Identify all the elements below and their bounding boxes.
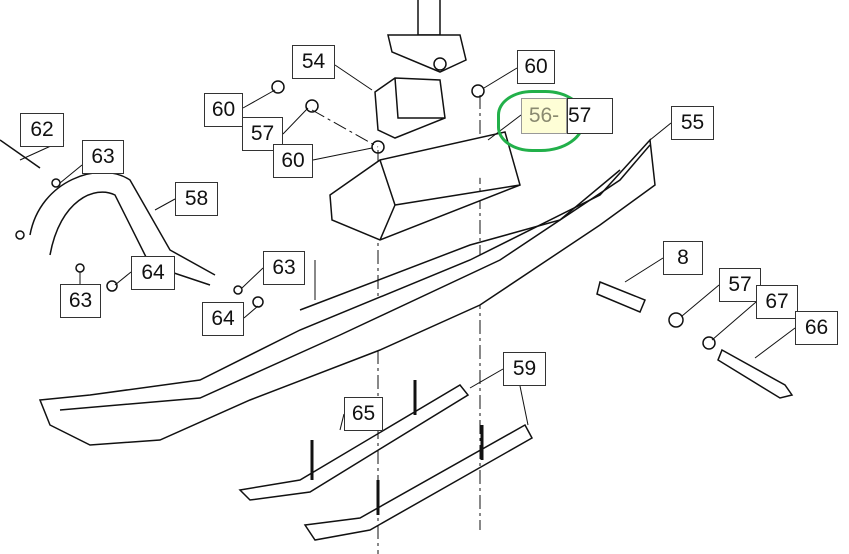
runner-1	[238, 384, 470, 501]
grab-handle	[29, 171, 216, 286]
callout-63[interactable]: 63	[263, 251, 305, 285]
ski-saddle	[329, 131, 521, 241]
bushing-8	[596, 280, 646, 313]
callout-60[interactable]: 60	[517, 50, 555, 84]
callout-57-highlighted[interactable]: 57	[567, 98, 613, 134]
callout-64[interactable]: 64	[202, 302, 244, 336]
callout-59[interactable]: 59	[503, 352, 546, 386]
callout-66[interactable]: 66	[795, 311, 838, 345]
callout-65[interactable]: 65	[344, 397, 383, 431]
callout-56-highlighted[interactable]: 56-	[521, 98, 567, 134]
bolt-66	[717, 348, 794, 399]
callout-63[interactable]: 63	[82, 140, 124, 174]
bolt-62	[0, 139, 41, 169]
damper-block	[374, 77, 446, 139]
callout-8[interactable]: 8	[663, 241, 703, 275]
callout-64[interactable]: 64	[131, 256, 175, 290]
runner-2	[303, 423, 534, 541]
studs	[310, 380, 484, 515]
callout-63[interactable]: 63	[60, 284, 101, 318]
callout-58[interactable]: 58	[175, 182, 218, 216]
callout-60[interactable]: 60	[204, 93, 243, 127]
callout-60[interactable]: 60	[273, 144, 313, 178]
callout-54[interactable]: 54	[292, 45, 335, 79]
callout-67[interactable]: 67	[756, 285, 798, 319]
callout-55[interactable]: 55	[671, 106, 714, 140]
ski-body	[38, 138, 656, 446]
callout-57[interactable]: 57	[719, 268, 761, 302]
callout-62[interactable]: 62	[20, 113, 64, 147]
spindle-part	[387, 0, 467, 73]
